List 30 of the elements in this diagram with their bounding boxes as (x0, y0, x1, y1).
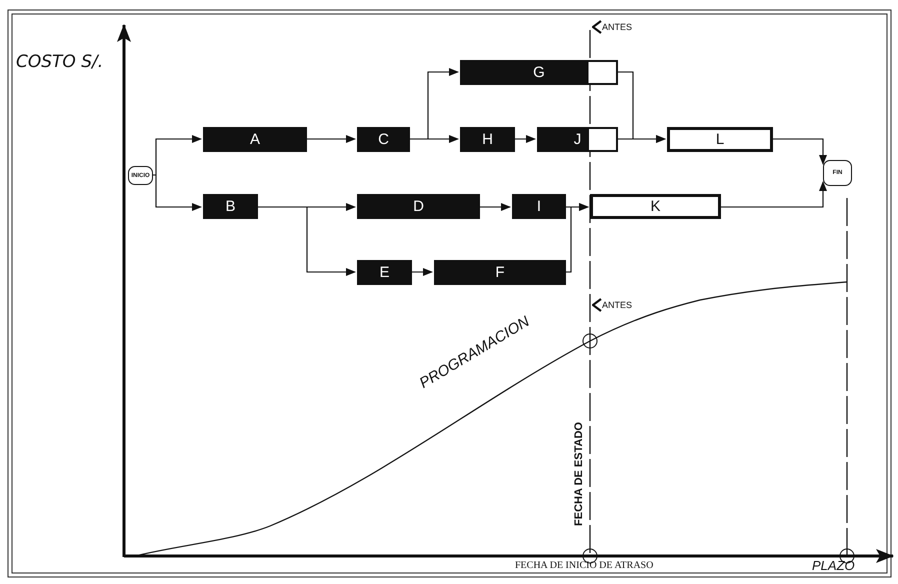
arrow (618, 135, 666, 143)
activity-bar: E (357, 260, 412, 285)
arrow (258, 206, 356, 276)
activity-bar: K (590, 194, 721, 219)
marker-label: ANTES (602, 300, 632, 310)
axis-label: PLAZO (812, 558, 855, 573)
arrow (412, 268, 433, 276)
activity-bar: D (357, 194, 480, 219)
activity-bar: C (357, 127, 410, 152)
activity-bar: A (203, 127, 307, 152)
activity-bar: B (203, 194, 258, 219)
arrow (153, 174, 202, 211)
arrow (153, 135, 202, 176)
arrow (480, 203, 511, 211)
activity-bar: L (667, 127, 773, 152)
activity-bar: I (512, 194, 566, 219)
arrow (307, 135, 356, 143)
arrow (410, 135, 459, 143)
axis-label: COSTO S/. (16, 52, 104, 72)
arrow (566, 203, 589, 273)
activity-bar: J (537, 127, 618, 152)
arrow (721, 181, 827, 208)
activity-bar: G (460, 60, 618, 85)
axis-label: FECHA DE INICIO DE ATRASO (515, 560, 654, 571)
line-label: FECHA DE ESTADO (572, 422, 585, 526)
arrow (773, 138, 827, 165)
arrow (515, 135, 536, 143)
activity-bar: H (460, 127, 515, 152)
marker-label: ANTES (602, 22, 632, 32)
activity-bar: F (434, 260, 566, 285)
